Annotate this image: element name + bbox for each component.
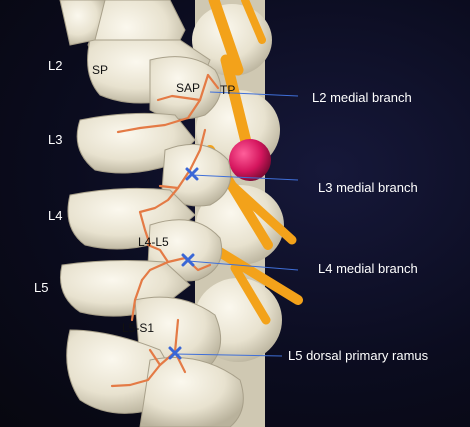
label-spinous-process: SP	[92, 63, 109, 77]
label-superior-articular-process: SAP	[176, 81, 201, 95]
annotation-l5-dorsal-primary-ramus: L5 dorsal primary ramus	[288, 348, 429, 363]
label-l5-s1-facet: L5-S1	[122, 321, 155, 335]
target-x-markers	[168, 167, 199, 360]
level-label-l5: L5	[34, 280, 49, 295]
posterior-elements	[59, 0, 244, 427]
label-l4-l5-facet: L4-L5	[138, 235, 169, 249]
level-label-l3: L3	[48, 132, 63, 147]
annotation-l3-medial-branch: L3 medial branch	[318, 180, 418, 195]
annotation-l4-medial-branch: L4 medial branch	[318, 261, 418, 276]
annotation-l2-medial-branch: L2 medial branch	[312, 90, 412, 105]
level-label-l4: L4	[48, 208, 63, 223]
label-transverse-process: TP	[220, 83, 236, 97]
magenta-sphere	[229, 139, 271, 181]
level-label-l2: L2	[48, 58, 63, 73]
leader-lines	[174, 91, 299, 357]
